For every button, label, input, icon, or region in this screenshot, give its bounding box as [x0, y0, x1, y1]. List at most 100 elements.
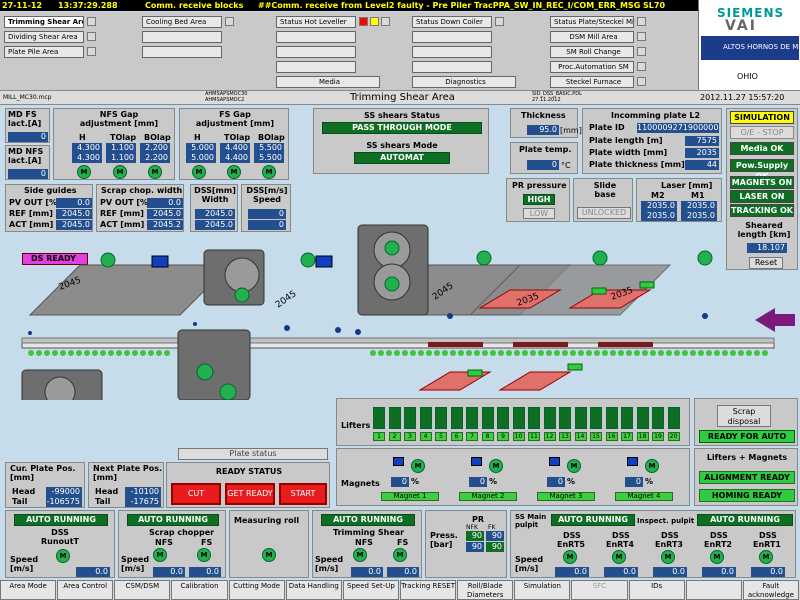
- nfs-h-2: 4.300: [72, 153, 102, 163]
- nav-blank[interactable]: [142, 46, 222, 58]
- nav-blank[interactable]: [276, 46, 356, 58]
- speed-value: 0.0: [604, 567, 638, 577]
- footer-button-3[interactable]: Calibration: [171, 580, 228, 600]
- motor-icon: M: [262, 548, 276, 562]
- scrap-chop-panel: Scrap chop. width PV OUT [%] 0.0 REF [mm…: [96, 184, 184, 232]
- footer-button-10[interactable]: SFC: [571, 580, 628, 600]
- nav-blank[interactable]: [276, 31, 356, 43]
- status-indicator: [637, 62, 646, 71]
- md-fs-value: 0: [8, 132, 48, 142]
- dss-entry-panel: SS Main pulpit AUTO RUNNING Inspect. pul…: [510, 510, 796, 578]
- header-date: 27-11-12: [2, 1, 43, 10]
- next-head-value: -10100: [125, 487, 161, 497]
- nav-dsm-mill[interactable]: DSM Mill Area: [550, 31, 634, 43]
- footer-button-1[interactable]: Area Control: [57, 580, 114, 600]
- fs-h-2: 5.000: [186, 153, 216, 163]
- speed-value: 0.0: [189, 567, 221, 577]
- lifter-number: 8: [481, 432, 494, 441]
- reset-button[interactable]: Reset: [749, 257, 783, 269]
- nav-blank[interactable]: [412, 61, 492, 73]
- lifter-2: [388, 407, 401, 429]
- slide-base-state: UNLOCKED: [577, 207, 631, 219]
- nav-dividing-shear[interactable]: Dividing Shear Area: [4, 31, 84, 43]
- nav-proc-automation[interactable]: Proc.Automation SM: [550, 61, 634, 73]
- tail-label: Tail: [12, 497, 28, 506]
- magnet-percent: 0: [469, 477, 487, 487]
- footer-button-6[interactable]: Speed Set-Up: [342, 580, 399, 600]
- nav-blank[interactable]: [142, 31, 222, 43]
- fs-h-1: 5.000: [186, 143, 216, 153]
- footer-button-8[interactable]: Roll/Blade Diameters: [457, 580, 514, 600]
- nav-diagnostics[interactable]: Diagnostics: [412, 76, 516, 88]
- lifter-8: [481, 407, 494, 429]
- dss-speed-panel: DSS[m/s] Speed 0 0: [241, 184, 291, 232]
- inspect-pulpit-label: Inspect. pulpit: [637, 517, 695, 525]
- magnet-percent: 0: [391, 477, 409, 487]
- nav-hot-leveller[interactable]: Status Hot Leveller: [276, 16, 356, 28]
- pr-high: HIGH: [523, 194, 555, 205]
- footer-button-11[interactable]: IDs: [628, 580, 685, 600]
- magnet-label: Magnet 1: [381, 492, 439, 501]
- dss-label: DSS: [563, 531, 581, 540]
- start-button[interactable]: START: [279, 483, 327, 505]
- lifter-3: [404, 407, 416, 429]
- head-label: Head: [12, 487, 36, 496]
- siemens-logo: SIEMENS: [717, 6, 785, 20]
- md-fs-panel: MD FS lact.[A] 0: [5, 108, 50, 143]
- nfs-tolap-2: 1.100: [106, 153, 136, 163]
- magnets-status: MAGNETS ON: [730, 176, 794, 189]
- nav-blank[interactable]: [276, 61, 356, 73]
- lifter-number: 11: [528, 432, 540, 441]
- get-ready-button[interactable]: GET READY: [225, 483, 275, 505]
- nfs-tolap-1: 1.100: [106, 143, 136, 153]
- title-bar: MILL_MC30.mcp AHMSAPSMOC30 AHMSAPSMOC2 T…: [0, 90, 800, 105]
- row-value: 0.0: [56, 198, 92, 208]
- nav-steckel-furnace[interactable]: Steckel Furnace: [550, 76, 634, 88]
- nav-blank[interactable]: [412, 46, 492, 58]
- plate-thickness-value: 44: [685, 160, 719, 170]
- laser-value: 2035.0: [641, 211, 677, 221]
- footer-button-13[interactable]: Fault acknowledge: [742, 580, 799, 600]
- footer-button-0[interactable]: Area Mode: [0, 580, 57, 600]
- fs-tolap-1: 4.400: [220, 143, 250, 153]
- fs-tolap-2: 4.400: [220, 153, 250, 163]
- nav-media[interactable]: Media: [276, 76, 380, 88]
- footer-button-7[interactable]: Tracking RESET: [400, 580, 457, 600]
- nav-sm-roll-change[interactable]: SM Roll Change: [550, 46, 634, 58]
- nfs-gap-title: NFS Gap adjustment [mm]: [79, 110, 159, 128]
- nav-cooling-bed[interactable]: Cooling Bed Area: [142, 16, 222, 28]
- plate-thickness-label: Plate thickness [mm]: [589, 160, 685, 169]
- nav-blank[interactable]: [412, 31, 492, 43]
- plate-width-label: Plate width [mm]: [589, 148, 668, 157]
- row-label: REF [mm]: [100, 209, 144, 218]
- nav-down-coiler[interactable]: Status Down Coiler: [412, 16, 492, 28]
- status-indicator: [637, 17, 646, 26]
- scrap-zone: [478, 289, 562, 309]
- footer-button-9[interactable]: Simulation: [514, 580, 571, 600]
- laser-panel: Laser [mm] M2 M1 2035.0 2035.0 2035.0 20…: [636, 178, 722, 222]
- sensor-icon: [315, 255, 333, 268]
- nav-plate-pile[interactable]: Plate Pile Area: [4, 46, 84, 58]
- motor-icon: M: [227, 165, 241, 179]
- cut-button[interactable]: CUT: [171, 483, 221, 505]
- scrap-disposal-button[interactable]: Scrap disposal: [717, 405, 771, 427]
- lifter-19: [652, 407, 664, 429]
- footer-button-5[interactable]: Data Handling: [285, 580, 342, 600]
- speed-label: Speed [m/s]: [121, 555, 150, 573]
- footer-button-2[interactable]: CSM/DSM: [114, 580, 171, 600]
- col-head: BOlap: [258, 133, 285, 142]
- percent-unit: %: [567, 477, 576, 486]
- plate-status-button[interactable]: Plate status: [178, 448, 328, 460]
- nav-plate-steckel[interactable]: Status Plate/Steckel Mill: [550, 16, 634, 28]
- lifter-number: 9: [497, 432, 509, 441]
- status-indicator: [637, 77, 646, 86]
- sheared-length-value: 18.107: [747, 243, 787, 253]
- lifter-7: [466, 407, 478, 429]
- speed-value: 0.0: [702, 567, 736, 577]
- measuring-roll-label: Measuring roll: [234, 516, 300, 525]
- footer-button-4[interactable]: Cutting Mode: [228, 580, 285, 600]
- footer-button-12[interactable]: [685, 580, 742, 600]
- nav-trimming-shear[interactable]: Trimming Shear Area: [4, 16, 84, 28]
- laser-marker: [639, 281, 655, 289]
